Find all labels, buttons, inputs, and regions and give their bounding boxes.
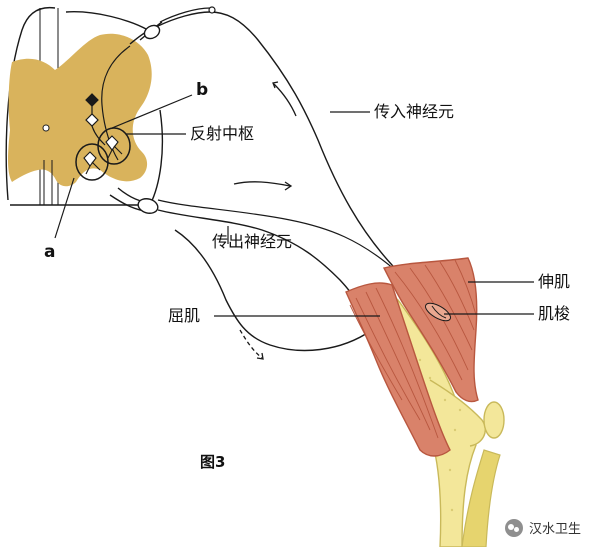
interneurons bbox=[85, 93, 106, 146]
label-flexor: 屈肌 bbox=[168, 306, 201, 325]
watermark-text: 汉水卫生 bbox=[528, 522, 581, 537]
ventral-root bbox=[109, 187, 159, 214]
central-canal bbox=[42, 124, 50, 132]
label-a: a bbox=[44, 242, 56, 262]
label-efferent-neuron: 传出神经元 bbox=[212, 232, 293, 251]
label-extensor: 伸肌 bbox=[538, 272, 571, 291]
afferent-neuron-path bbox=[157, 11, 433, 311]
watermark: 汉水卫生 bbox=[504, 518, 581, 537]
label-reflex-center: 反射中枢 bbox=[190, 124, 255, 143]
label-muscle-spindle: 肌梭 bbox=[538, 304, 571, 323]
label-b: b bbox=[196, 80, 209, 100]
muscle-spindle-icon bbox=[425, 302, 451, 322]
synapse-b-circle bbox=[97, 127, 131, 165]
flexor-fibers bbox=[349, 287, 439, 439]
figure-caption: 图3 bbox=[200, 453, 226, 471]
receptor-node-icon bbox=[208, 6, 216, 14]
flexor-muscle bbox=[345, 282, 451, 457]
wechat-logo-icon bbox=[504, 518, 523, 537]
dorsal-root bbox=[129, 21, 163, 45]
label-afferent-neuron: 传入神经元 bbox=[374, 102, 455, 121]
leader-lines bbox=[54, 94, 534, 317]
signal-direction-arrows bbox=[233, 81, 297, 360]
grey-matter bbox=[8, 33, 152, 187]
patella bbox=[483, 401, 505, 439]
